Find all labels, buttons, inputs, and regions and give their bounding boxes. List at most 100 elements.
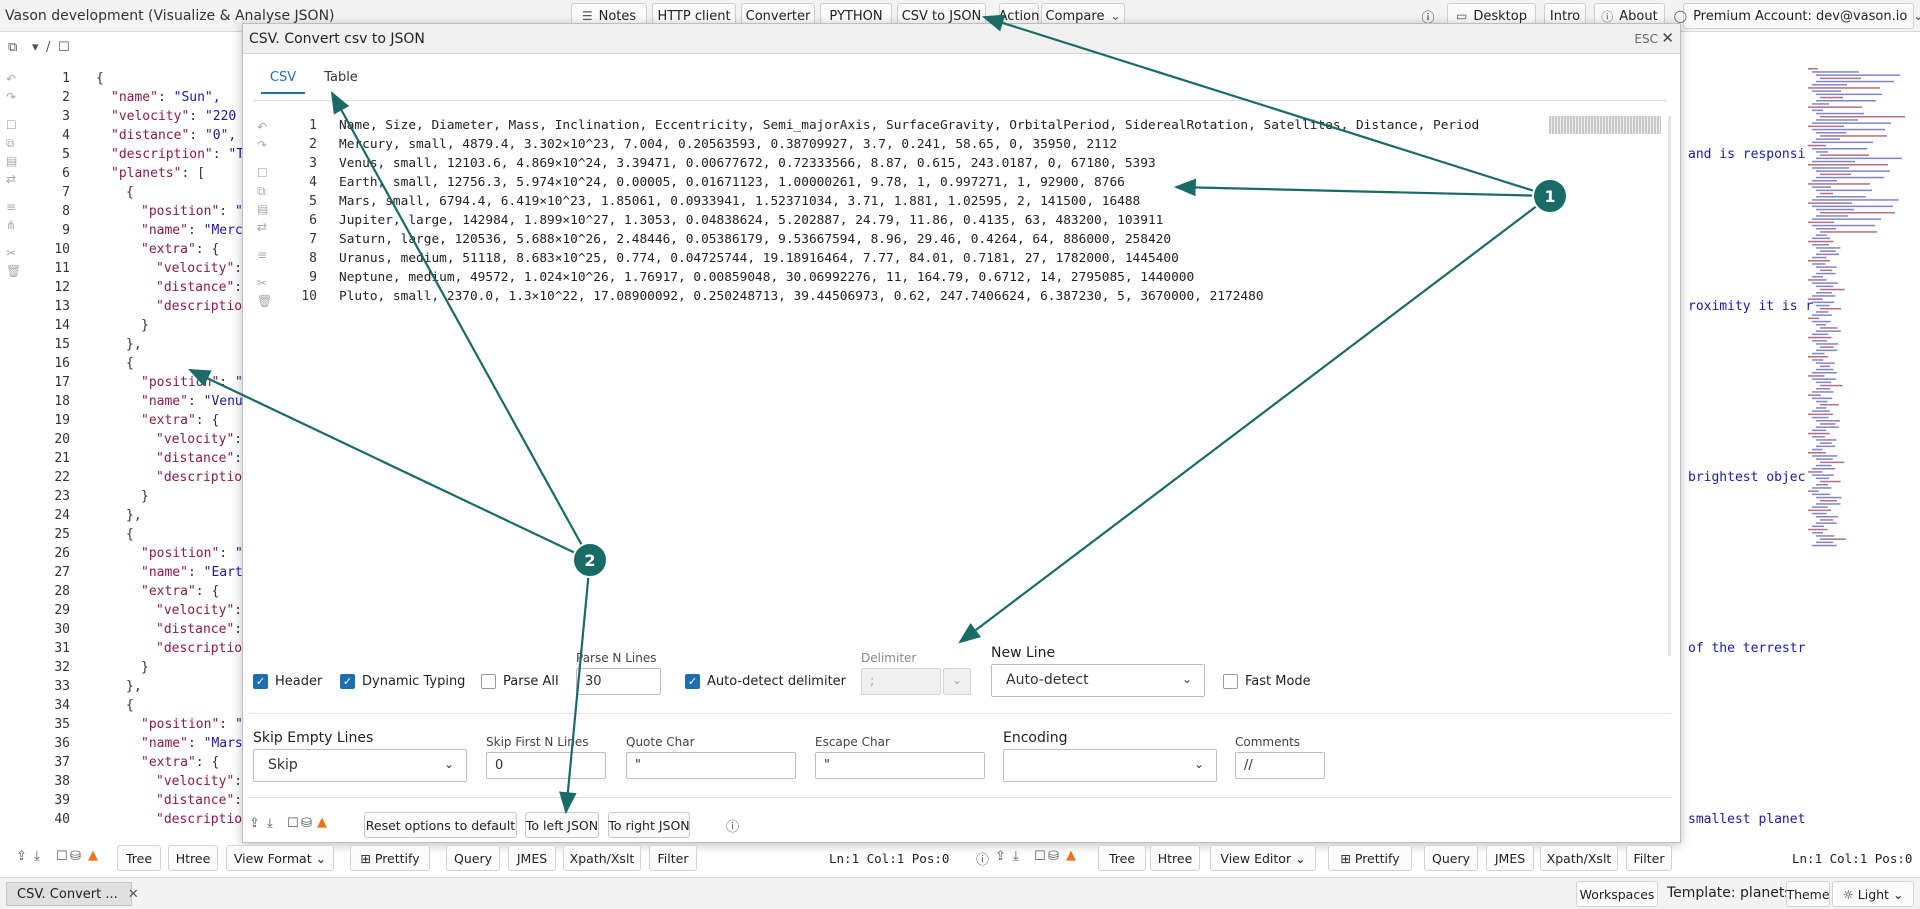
cut-icon[interactable]: ✂ xyxy=(257,276,268,290)
task-tab[interactable]: CSV. Convert ... ✕ xyxy=(6,882,139,906)
database-icon[interactable]: ⛁ xyxy=(301,816,312,831)
to-left-json-button[interactable]: To left JSON xyxy=(525,812,599,838)
encoding-select[interactable]: ⌄ xyxy=(1003,749,1217,782)
trash-icon[interactable]: 🗑 xyxy=(257,294,273,308)
quote-char-input[interactable]: " xyxy=(626,752,796,779)
tree-icon[interactable]: ⋔ xyxy=(6,218,17,232)
csv-editor[interactable]: Name, Size, Diameter, Mass, Inclination,… xyxy=(339,116,1479,306)
minimap-line xyxy=(1808,221,1834,224)
htree-button[interactable]: Htree xyxy=(1150,845,1200,871)
undo-icon[interactable]: ↶ xyxy=(6,72,17,86)
minimap-line xyxy=(1808,125,1844,128)
filter-button[interactable]: Filter xyxy=(1626,845,1672,871)
query-button[interactable]: Query xyxy=(446,845,500,871)
download-icon[interactable]: ⤓ xyxy=(34,849,40,864)
checkbox-icon[interactable]: ☐ xyxy=(287,816,299,831)
workspaces-button[interactable]: Workspaces xyxy=(1576,881,1658,907)
collapse-icon[interactable]: ▾ xyxy=(32,40,39,55)
prettify-button[interactable]: ⊞Prettify xyxy=(1328,845,1412,871)
light-theme-select[interactable]: ☼Light⌄ xyxy=(1832,881,1914,907)
cut-icon[interactable]: ✂ xyxy=(6,246,17,260)
download-icon[interactable]: ⤓ xyxy=(267,816,273,831)
redo-icon[interactable]: ↷ xyxy=(257,138,268,152)
left-json-code[interactable]: {"name": "Sun","velocity": "220"distance… xyxy=(96,69,244,829)
dynamic-typing-checkbox[interactable]: ✓ xyxy=(340,674,355,689)
slash-icon[interactable]: / xyxy=(46,40,51,55)
fast-mode-checkbox[interactable] xyxy=(1223,674,1238,689)
prettify-icon: ⊞ xyxy=(1340,850,1351,866)
paste-icon[interactable]: ▤ xyxy=(257,202,269,216)
replace-icon[interactable]: ⇄ xyxy=(257,220,268,234)
csv-scrollbar[interactable] xyxy=(1668,116,1671,656)
close-icon[interactable]: ✕ xyxy=(127,887,139,902)
skip-empty-select[interactable]: Skip⌄ xyxy=(253,749,467,782)
tree-button[interactable]: Tree xyxy=(117,845,161,871)
csv-minimap[interactable] xyxy=(1549,116,1661,134)
delimiter-input[interactable]: ; xyxy=(861,668,941,695)
warning-icon[interactable]: ▲ xyxy=(88,848,98,863)
minimap-line xyxy=(1820,365,1831,368)
delimiter-dropdown[interactable]: ⌄ xyxy=(943,668,971,695)
new-line-select[interactable]: Auto-detect⌄ xyxy=(991,664,1205,697)
select-icon[interactable]: ☐ xyxy=(257,166,268,180)
copy-icon[interactable]: ⧉ xyxy=(8,40,18,55)
upload-icon[interactable]: ⇪ xyxy=(995,849,1006,864)
auto-detect-checkbox[interactable]: ✓ xyxy=(685,674,700,689)
filter-button[interactable]: Filter xyxy=(649,845,697,871)
copy-icon[interactable]: ⧉ xyxy=(257,184,266,198)
to-right-json-button[interactable]: To right JSON xyxy=(608,812,690,838)
code-line: "descriptio xyxy=(96,810,244,829)
select-icon[interactable]: ☐ xyxy=(6,118,17,132)
escape-char-input[interactable]: " xyxy=(815,752,985,779)
checkbox-icon[interactable]: ☐ xyxy=(56,849,68,864)
trash-icon[interactable]: 🗑 xyxy=(6,264,22,278)
parse-n-lines-input[interactable]: 30 xyxy=(576,668,661,695)
code-line: "extra": { xyxy=(96,582,244,601)
help-icon[interactable]: ⓘ xyxy=(726,820,740,835)
select-checkbox-icon[interactable]: ☐ xyxy=(58,40,70,55)
account-button[interactable]: ◯Premium Account: dev@vason.io⌄ xyxy=(1674,3,1920,29)
wrap-icon[interactable]: ≡ xyxy=(257,248,268,262)
xpath-button[interactable]: Xpath/Xslt xyxy=(1540,845,1618,871)
reset-options-button[interactable]: Reset options to default xyxy=(364,812,517,838)
database-icon[interactable]: ⛁ xyxy=(1048,849,1059,864)
minimap-line xyxy=(1816,176,1884,179)
htree-button[interactable]: Htree xyxy=(168,845,218,871)
help-icon[interactable]: ⓘ xyxy=(976,853,990,868)
minimap-line xyxy=(1816,362,1835,364)
header-label: Header xyxy=(275,674,323,689)
tab-csv[interactable]: CSV xyxy=(261,70,305,94)
skip-first-input[interactable]: 0 xyxy=(486,752,606,779)
xpath-button[interactable]: Xpath/Xslt xyxy=(563,845,641,871)
right-minimap[interactable] xyxy=(1808,68,1910,628)
minimap-line xyxy=(1812,340,1827,342)
theme-button[interactable]: Theme xyxy=(1786,881,1830,907)
parse-all-checkbox[interactable] xyxy=(481,674,496,689)
paste-icon[interactable]: ▤ xyxy=(6,154,18,168)
prettify-button[interactable]: ⊞Prettify xyxy=(350,845,430,871)
warning-icon[interactable]: ▲ xyxy=(317,815,327,830)
warning-icon[interactable]: ▲ xyxy=(1066,848,1076,863)
database-icon[interactable]: ⛁ xyxy=(70,849,81,864)
upload-icon[interactable]: ⇪ xyxy=(249,816,260,831)
replace-icon[interactable]: ⇄ xyxy=(6,172,17,186)
tree-button[interactable]: Tree xyxy=(1098,845,1146,871)
undo-icon[interactable]: ↶ xyxy=(257,120,268,134)
query-button[interactable]: Query xyxy=(1424,845,1478,871)
download-icon[interactable]: ⤓ xyxy=(1013,849,1019,864)
wrap-icon[interactable]: ≡ xyxy=(6,200,17,214)
redo-icon[interactable]: ↷ xyxy=(6,90,17,104)
comments-input[interactable]: // xyxy=(1235,752,1325,779)
header-checkbox[interactable]: ✓ xyxy=(253,674,268,689)
csv-line-number: 3 xyxy=(309,156,317,171)
close-icon[interactable]: ✕ xyxy=(1661,29,1674,47)
tab-table[interactable]: Table xyxy=(324,70,358,85)
checkbox-icon[interactable]: ☐ xyxy=(1034,849,1046,864)
copy-icon[interactable]: ⧉ xyxy=(6,136,15,150)
code-punctuation: : xyxy=(234,774,243,789)
upload-icon[interactable]: ⇪ xyxy=(16,849,27,864)
jmes-button[interactable]: JMES xyxy=(508,845,556,871)
jmes-button[interactable]: JMES xyxy=(1486,845,1534,871)
